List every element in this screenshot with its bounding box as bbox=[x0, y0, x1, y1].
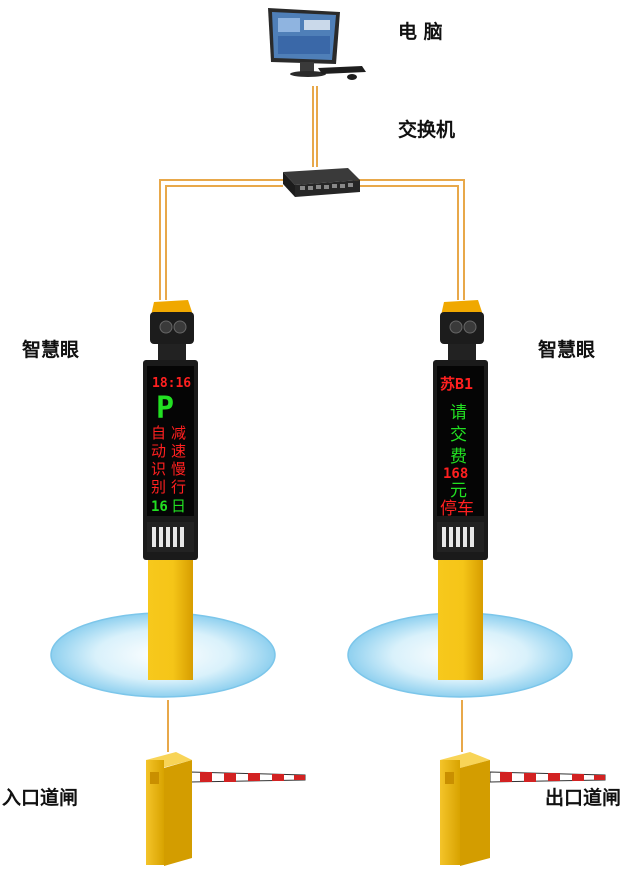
right-led-char: 请 bbox=[450, 403, 467, 423]
left-led-char: 速 bbox=[171, 442, 186, 460]
switch-label: 交换机 bbox=[398, 118, 455, 141]
left-camera-label: 智慧眼 bbox=[22, 338, 79, 361]
left-led-char: 动 bbox=[151, 442, 166, 460]
right-led-char: 交 bbox=[450, 425, 467, 445]
left-led-col-a: 自 动 识 别 bbox=[151, 424, 166, 496]
left-camera-icon bbox=[150, 300, 194, 344]
right-camera-label: 智慧眼 bbox=[538, 338, 595, 361]
exit-barrier-gate bbox=[440, 752, 606, 866]
left-led-col-b: 减 速 慢 行 bbox=[171, 424, 186, 496]
right-led-char: 费 bbox=[450, 447, 467, 467]
left-led-day: 日 bbox=[171, 497, 186, 515]
right-led-plate: 苏B1 bbox=[440, 375, 473, 393]
right-camera-icon bbox=[440, 300, 484, 344]
network-switch-icon bbox=[283, 168, 360, 197]
left-led-char: 慢 bbox=[171, 460, 186, 478]
entrance-gate-label: 入口道闸 bbox=[2, 786, 78, 809]
left-led-char: 减 bbox=[171, 424, 186, 442]
exit-boom-arm bbox=[489, 771, 606, 783]
left-led-char: 行 bbox=[171, 478, 186, 496]
computer-label: 电 脑 bbox=[398, 20, 443, 43]
entrance-barrier-gate bbox=[146, 752, 306, 866]
left-led-char: 别 bbox=[151, 478, 166, 496]
left-light-bar bbox=[152, 527, 184, 547]
left-led-parking: P bbox=[156, 391, 174, 426]
left-led-time: 18:16 bbox=[152, 376, 191, 391]
left-camera-pillar: 18:16 P 自 动 识 别 减 速 慢 行 16 日 bbox=[143, 300, 198, 680]
exit-gate-label: 出口道闸 bbox=[545, 786, 621, 809]
right-led-unit: 元 bbox=[450, 481, 467, 501]
left-led-char: 自 bbox=[151, 424, 166, 442]
network-cables bbox=[159, 86, 465, 752]
entrance-boom-arm bbox=[189, 771, 306, 783]
right-light-bar bbox=[442, 527, 474, 547]
computer-icon bbox=[268, 8, 366, 80]
right-led-green-lines: 请 交 费 bbox=[450, 403, 467, 467]
right-led-amount: 168 bbox=[443, 466, 468, 482]
right-camera-pillar: 苏B1 请 交 费 168 元 停车 bbox=[433, 300, 488, 680]
left-led-char: 识 bbox=[151, 460, 166, 478]
left-led-count: 16 bbox=[151, 499, 168, 515]
right-led-footer: 停车 bbox=[440, 499, 474, 519]
